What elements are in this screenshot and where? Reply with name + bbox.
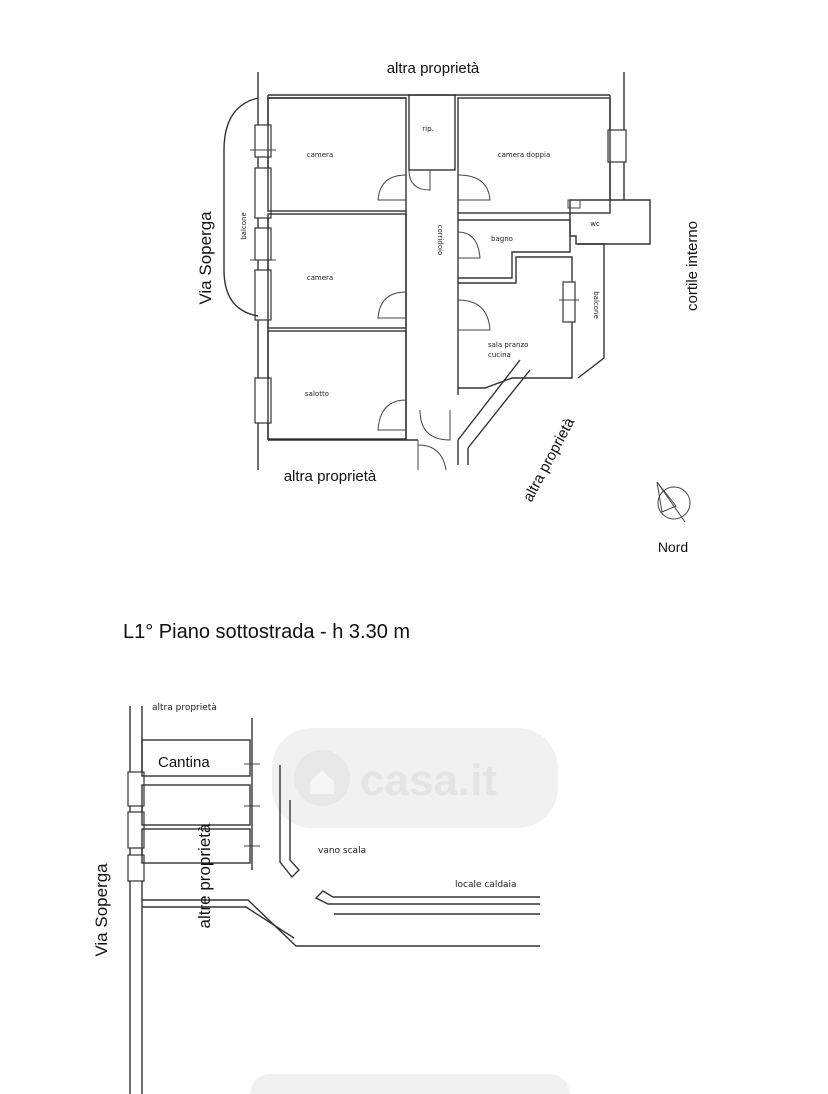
balcony-left — [223, 97, 259, 317]
watermark: casa.it — [250, 728, 570, 1094]
room-sala-pranzo: sala pranzo — [488, 341, 528, 349]
room-salotto: salotto — [305, 390, 329, 398]
watermark-text: casa.it — [360, 756, 497, 805]
room-rip: rip. — [422, 125, 434, 133]
basement-title: L1° Piano sottostrada - h 3.30 m — [123, 621, 410, 643]
window — [562, 281, 576, 323]
window — [127, 771, 145, 807]
label-courtyard: cortile interno — [684, 221, 701, 311]
door-swing — [457, 231, 481, 259]
window — [254, 377, 272, 424]
door-swing — [377, 399, 407, 431]
room-bagno: bagno — [491, 235, 513, 243]
label-street: Via Soperga — [196, 211, 215, 305]
window — [254, 269, 272, 321]
room-corridoio: corridoio — [436, 225, 444, 256]
door-swing — [457, 299, 491, 331]
label-altra-proprieta-diagonal: altra proprietà — [520, 414, 579, 504]
window — [127, 854, 145, 882]
basement-label-locale-caldaia: locale caldaia — [455, 880, 517, 890]
label-north: Nord — [658, 539, 688, 555]
room-camera-2: camera — [307, 274, 333, 282]
window — [607, 129, 627, 163]
basement-label-cantina: Cantina — [158, 754, 210, 771]
basement-label-vano-scala: vano scala — [318, 846, 366, 856]
door-swing — [457, 174, 491, 201]
room-camera-doppia: camera doppia — [498, 151, 551, 159]
window — [127, 811, 145, 849]
room-balcone-right: balcone — [592, 291, 600, 319]
room-cucina: cucina — [488, 351, 511, 359]
label-altra-proprieta-top: altra proprietà — [387, 60, 480, 77]
door-swing — [419, 409, 451, 441]
window — [254, 124, 272, 158]
room-balcone-left: balcone — [240, 212, 248, 240]
door-swing — [377, 174, 407, 201]
door-swing — [377, 291, 407, 319]
label-altra-proprieta-bottom: altra proprietà — [284, 468, 377, 485]
basement-label-altra-proprieta: altra proprietà — [152, 703, 217, 713]
room-camera-1: camera — [307, 151, 333, 159]
floor-1-plan: altra proprietà altra proprietà altra pr… — [196, 60, 701, 555]
entrance-door — [417, 440, 447, 471]
basement-label-street: Via Soperga — [92, 863, 111, 957]
room-wc: wc — [590, 220, 600, 228]
door-swing — [408, 169, 431, 191]
window — [254, 167, 272, 219]
basement-plan: altra proprietà Cantina altre proprietà … — [92, 703, 540, 1094]
basement-label-altre-proprieta: altre proprietà — [195, 823, 214, 928]
north-arrow-icon — [656, 481, 691, 523]
